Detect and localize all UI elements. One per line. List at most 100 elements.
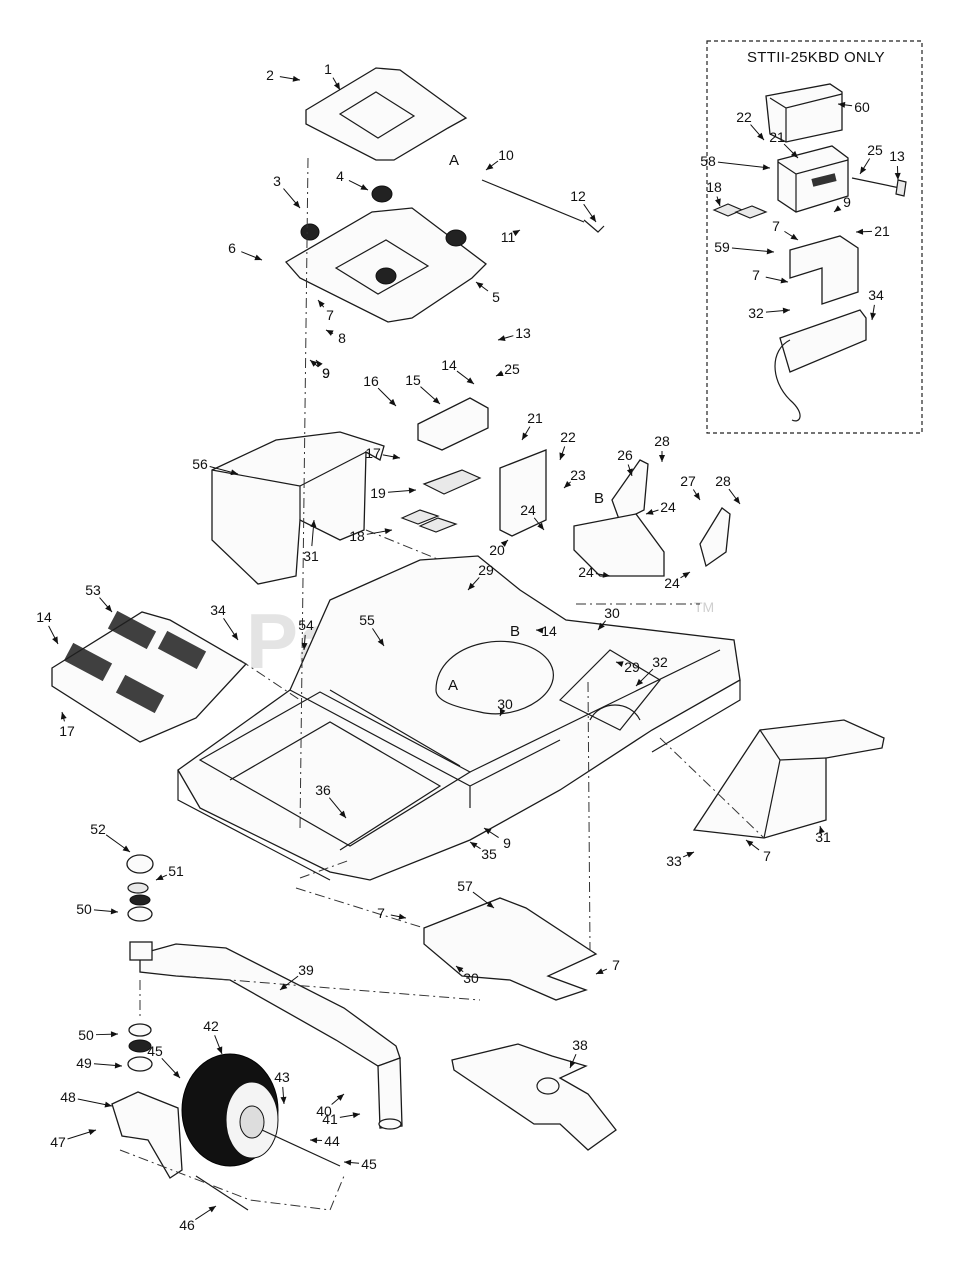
callout-arrowhead bbox=[559, 452, 566, 460]
callout-30: 30 bbox=[463, 970, 479, 986]
callout-arrowhead bbox=[280, 983, 288, 990]
callout-3: 3 bbox=[273, 173, 281, 189]
callout-9: 9 bbox=[322, 365, 330, 381]
callout-arrowhead bbox=[757, 132, 764, 140]
callout-2: 2 bbox=[266, 67, 274, 83]
callout-34: 34 bbox=[210, 602, 226, 618]
callout-25: 25 bbox=[867, 142, 883, 158]
callout-arrowhead bbox=[208, 1206, 216, 1213]
callout-arrowhead bbox=[537, 522, 544, 530]
callout-58: 58 bbox=[700, 153, 716, 169]
callout-arrowhead bbox=[326, 330, 334, 336]
callout-9: 9 bbox=[503, 835, 511, 851]
callout-27: 27 bbox=[680, 473, 696, 489]
callout-15: 15 bbox=[405, 372, 421, 388]
callout-arrowhead bbox=[52, 636, 58, 644]
callout-arrowhead bbox=[336, 1094, 344, 1101]
callout-arrowhead bbox=[398, 913, 406, 920]
callout-arrowhead bbox=[715, 198, 721, 206]
callout-arrowhead bbox=[746, 840, 754, 847]
part-59-bracket bbox=[789, 235, 859, 305]
part-5-mount-plate bbox=[284, 207, 487, 323]
callout-9: 9 bbox=[843, 194, 851, 210]
callout-arrowhead bbox=[616, 661, 624, 667]
alignment-lines bbox=[119, 157, 765, 1211]
callout-arrowhead bbox=[834, 205, 842, 212]
callout-arrowhead bbox=[762, 164, 770, 171]
callout-14: 14 bbox=[36, 609, 52, 625]
callout-50: 50 bbox=[76, 901, 92, 917]
callout-arrowhead bbox=[173, 1070, 180, 1078]
callout-arrowhead bbox=[333, 82, 340, 90]
callout-38: 38 bbox=[572, 1037, 588, 1053]
callout-arrowhead bbox=[230, 469, 238, 476]
callout-9: 9 bbox=[322, 365, 330, 381]
callout-arrowhead bbox=[114, 1062, 122, 1069]
callout-arrowhead bbox=[122, 845, 130, 852]
callout-49: 49 bbox=[76, 1055, 92, 1071]
ref-letter: B bbox=[510, 623, 520, 640]
callout-13: 13 bbox=[889, 148, 905, 164]
callout-18: 18 bbox=[706, 179, 722, 195]
watermark-trademark: TM bbox=[694, 599, 714, 615]
callout-arrowhead bbox=[659, 455, 665, 462]
callout-31: 31 bbox=[303, 548, 319, 564]
callout-arrowhead bbox=[499, 708, 506, 716]
callout-8: 8 bbox=[338, 330, 346, 346]
part-56-fender bbox=[211, 431, 385, 585]
callout-16: 16 bbox=[363, 373, 379, 389]
callout-28: 28 bbox=[715, 473, 731, 489]
callout-28: 28 bbox=[654, 433, 670, 449]
part-38-plate bbox=[451, 1043, 617, 1151]
callout-26: 26 bbox=[617, 447, 633, 463]
part-19-pad bbox=[422, 469, 482, 495]
callout-29: 29 bbox=[478, 562, 494, 578]
callout-22: 22 bbox=[560, 429, 576, 445]
callout-arrowhead bbox=[522, 432, 529, 440]
callout-arrowhead bbox=[104, 1101, 112, 1108]
part-18-pad bbox=[400, 509, 440, 525]
callout-arrowhead bbox=[60, 712, 67, 720]
callout-arrowhead bbox=[838, 101, 846, 108]
callout-arrowhead bbox=[733, 496, 740, 504]
callout-arrowhead bbox=[105, 604, 112, 612]
callout-arrowhead bbox=[231, 632, 238, 640]
callout-arrowhead bbox=[280, 1096, 287, 1104]
callout-29: 29 bbox=[624, 659, 640, 675]
callout-21: 21 bbox=[769, 129, 785, 145]
callout-arrowhead bbox=[536, 627, 544, 634]
callout-54: 54 bbox=[298, 617, 314, 633]
callout-39: 39 bbox=[298, 962, 314, 978]
callout-arrowhead bbox=[860, 166, 867, 174]
callout-25: 25 bbox=[504, 361, 520, 377]
callout-arrowhead bbox=[484, 828, 492, 835]
callout-arrowhead bbox=[790, 233, 798, 240]
callout-arrowhead bbox=[766, 248, 774, 255]
callout-arrowhead bbox=[496, 370, 504, 376]
callout-48: 48 bbox=[60, 1089, 76, 1105]
callout-14: 14 bbox=[441, 357, 457, 373]
callout-35: 35 bbox=[481, 846, 497, 862]
callout-56: 56 bbox=[192, 456, 208, 472]
callout-arrowhead bbox=[310, 1137, 318, 1144]
callout-arrowhead bbox=[486, 901, 494, 908]
bearing-stack bbox=[126, 854, 154, 1072]
callout-arrowhead bbox=[512, 230, 520, 237]
callout-arrowhead bbox=[339, 810, 346, 818]
callout-leader bbox=[717, 161, 771, 169]
callout-59: 59 bbox=[714, 239, 730, 255]
callout-45: 45 bbox=[361, 1156, 377, 1172]
callout-arrowhead bbox=[570, 1060, 576, 1068]
callout-arrowhead bbox=[470, 842, 478, 849]
part-34-plate bbox=[779, 309, 867, 373]
callout-arrowhead bbox=[216, 1046, 223, 1054]
callout-51: 51 bbox=[168, 863, 184, 879]
callout-arrowhead bbox=[818, 826, 825, 834]
callout-arrowhead bbox=[466, 377, 474, 384]
callout-arrowhead bbox=[456, 966, 464, 973]
callout-24: 24 bbox=[660, 499, 676, 515]
callout-arrowhead bbox=[596, 968, 604, 974]
callout-18: 18 bbox=[349, 528, 365, 544]
callout-7: 7 bbox=[377, 905, 385, 921]
reference-letters: A A B B bbox=[448, 152, 604, 694]
